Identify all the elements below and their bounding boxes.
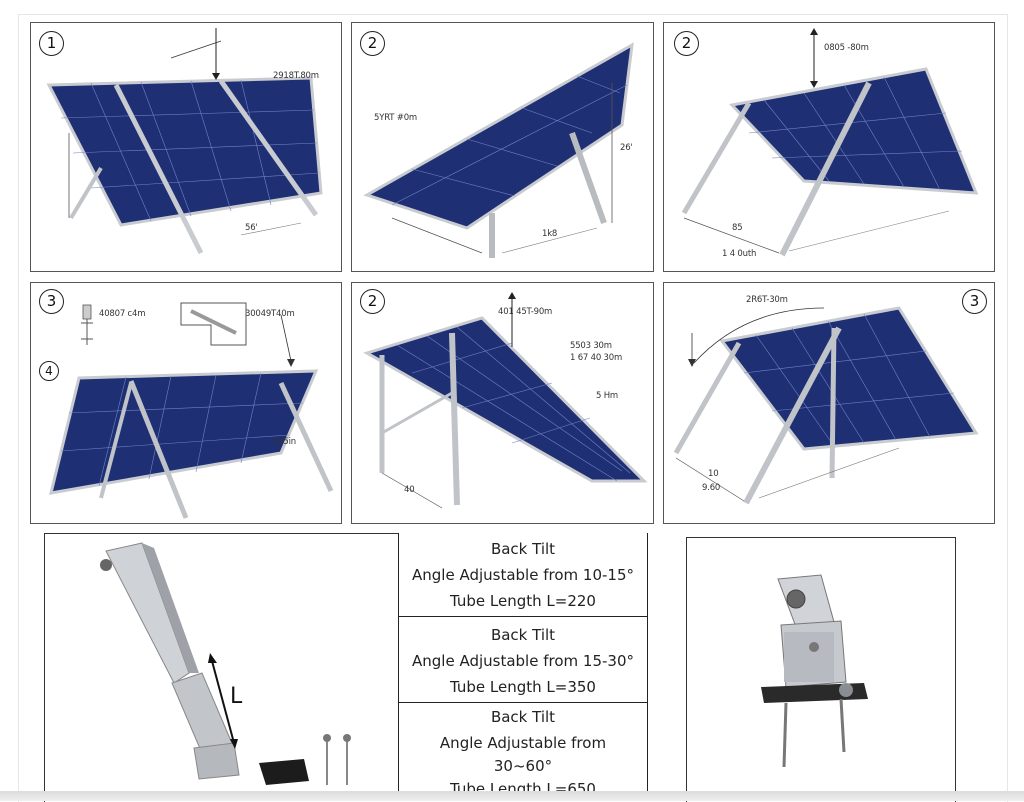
dimension-label: 40807 c4m: [99, 309, 146, 319]
dimension-label: 40: [404, 485, 415, 495]
tube-length-label: L: [230, 684, 243, 709]
dimension-label: 401 45T-90m: [498, 307, 553, 317]
solar-array-illustration: [673, 306, 979, 505]
diagram-panel-5: 2 401 45T-90m 5503 30m 1 67 40 30m 5 Hm …: [351, 282, 654, 524]
diagram-panel-3: 2 0805 -80m 85 1 4 0uth: [663, 22, 995, 272]
dimension-label: 225in: [273, 437, 296, 447]
row-angle: Angle Adjustable from 10-15°: [412, 566, 634, 584]
solar-array-illustration: [363, 42, 634, 258]
row-angle-range: 30~60°: [493, 757, 553, 775]
table-row: Back Tilt Angle Adjustable from 30~60° T…: [399, 704, 647, 801]
dimension-label: 56': [245, 223, 258, 233]
step-badge: 4: [39, 361, 59, 381]
hinge-bracket-illustration: [761, 574, 868, 768]
dimension-label: 5503 30m: [570, 341, 612, 351]
back-tilt-table: Back Tilt Angle Adjustable from 10-15° T…: [398, 533, 648, 801]
dimension-label: 0805 -80m: [824, 43, 869, 53]
dimension-label: 2R6T-30m: [746, 295, 788, 305]
dimension-label: 1 67 40 30m: [570, 353, 623, 363]
row-title: Back Tilt: [490, 626, 556, 644]
row-length: Tube Length L=350: [450, 678, 596, 696]
step-badge: 2: [360, 31, 385, 56]
table-row: Back Tilt Angle Adjustable from 15-30° T…: [399, 618, 647, 703]
step-badge: 1: [39, 31, 64, 56]
dimension-label: 30049T40m: [245, 309, 295, 319]
solar-array-illustration: [49, 302, 334, 519]
step-badge: 3: [39, 289, 64, 314]
dimension-label: 5 Hm: [596, 391, 618, 401]
dimension-label: 10: [708, 469, 719, 479]
dimension-label: 26': [620, 143, 633, 153]
diagram-panel-2: 2 5YRT #0m 26' 1k8: [351, 22, 654, 272]
row-title: Back Tilt: [490, 540, 556, 558]
diagram-panel-6: 3 2R6T-30m 10 9.60: [663, 282, 995, 524]
solar-array-illustration: [46, 28, 323, 255]
diagram-panel-1: 1 2918T.80m 56': [30, 22, 342, 272]
solar-array-illustration: [681, 28, 979, 257]
row-length: Tube Length L=220: [450, 592, 596, 610]
dimension-label: 2918T.80m: [273, 71, 319, 81]
dimension-label: 85: [732, 223, 743, 233]
bracket-illustration-frame: [686, 537, 956, 802]
adjustable-leg-illustration: [100, 542, 351, 785]
row-angle: Angle Adjustable from 15-30°: [412, 652, 634, 670]
dimension-label: 1 4 0uth: [722, 249, 757, 259]
row-angle: Angle Adjustable from: [439, 734, 607, 752]
bottom-edge-bar: [0, 791, 1024, 801]
step-badge: 2: [674, 31, 699, 56]
step-badge: 3: [962, 289, 987, 314]
leg-illustration-frame: [44, 533, 399, 802]
dimension-label: 9.60: [702, 483, 721, 493]
step-badge: 2: [360, 289, 385, 314]
row-title: Back Tilt: [490, 708, 556, 726]
diagram-panel-4: 3 4 40807 c4m 30049T40m 225in: [30, 282, 342, 524]
dimension-label: 1k8: [542, 229, 558, 239]
dimension-label: 5YRT #0m: [374, 113, 417, 123]
solar-array-illustration: [363, 292, 648, 509]
table-row: Back Tilt Angle Adjustable from 10-15° T…: [399, 533, 647, 617]
